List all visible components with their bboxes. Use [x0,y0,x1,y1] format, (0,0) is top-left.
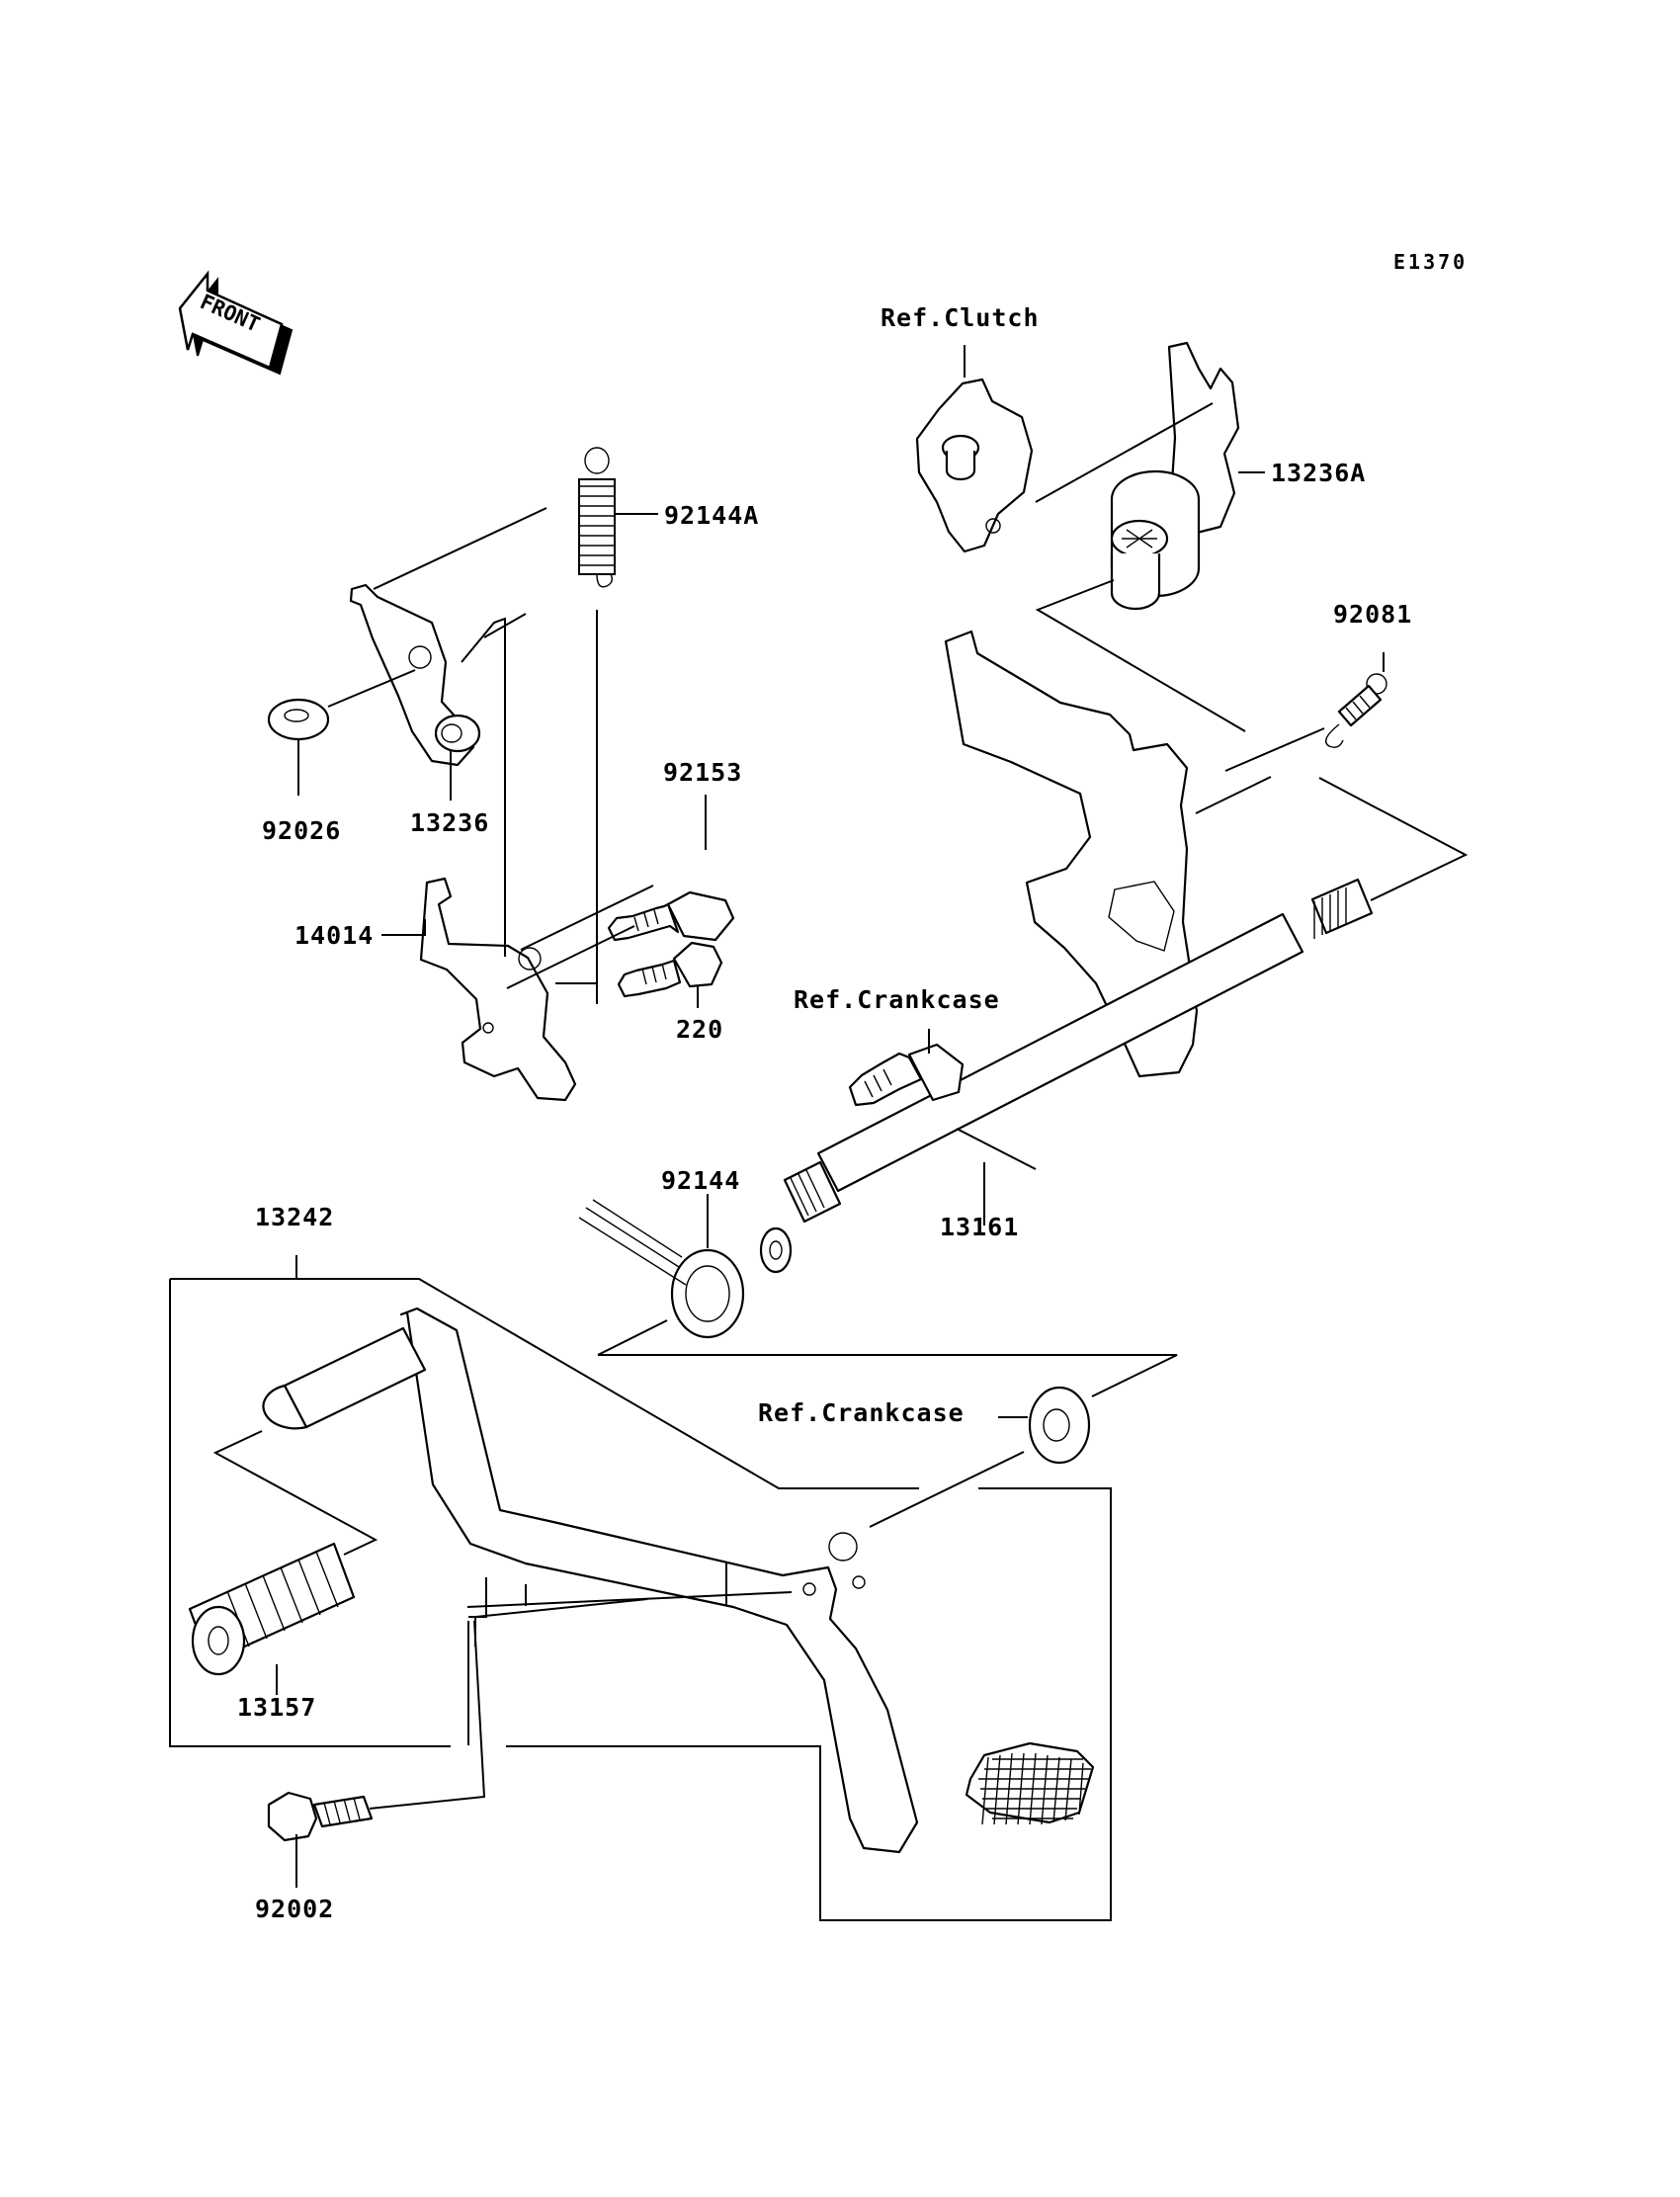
part-number-92081: 92081 [1333,600,1412,629]
part-number-220: 220 [676,1015,723,1044]
shift-arm-14014 [419,877,577,1102]
bolt-92153 [607,890,735,942]
shift-arm-13236 [349,583,481,767]
crankcase-stud-upper [848,1043,965,1107]
part-number-13236a: 13236A [1271,459,1366,487]
part-number-14014: 14014 [294,921,374,950]
part-number-13157: 13157 [237,1693,316,1722]
part-number-13236: 13236 [410,808,489,837]
washer-92026 [267,698,330,741]
leader-lines-upper-right [597,345,1469,1418]
ref-crankcase-upper-label: Ref.Crankcase [794,985,1000,1014]
spring-92144 [578,1199,745,1339]
shift-arm-13236a [1110,341,1240,611]
diagram-code: E1370 [1393,250,1468,274]
gear-shift-shaft-13161 [759,630,1374,1274]
leader-lines-bottom [169,1255,1112,1921]
part-number-13242: 13242 [255,1203,334,1231]
clutch-release-plate [915,378,1034,553]
part-number-13161: 13161 [940,1213,1019,1241]
pedal-rubber-13157 [188,1542,356,1676]
spring-92081 [1325,673,1387,748]
bolt-92002 [267,1791,374,1842]
spring-92144a [578,447,616,588]
ref-crankcase-lower-label: Ref.Crankcase [758,1398,965,1427]
front-arrow-icon: FRONT [178,270,294,376]
ref-clutch-label: Ref.Clutch [881,303,1040,332]
leader-lines-upper-left [297,507,707,1008]
shift-pedal-13242 [262,1307,1095,1854]
part-number-92153: 92153 [663,758,742,787]
part-number-92144a: 92144A [664,501,759,530]
part-number-92026: 92026 [262,816,341,845]
part-number-92144: 92144 [661,1166,740,1195]
part-number-92002: 92002 [255,1895,334,1923]
crankcase-washer-lower [1028,1386,1091,1465]
bolt-220 [617,941,723,998]
